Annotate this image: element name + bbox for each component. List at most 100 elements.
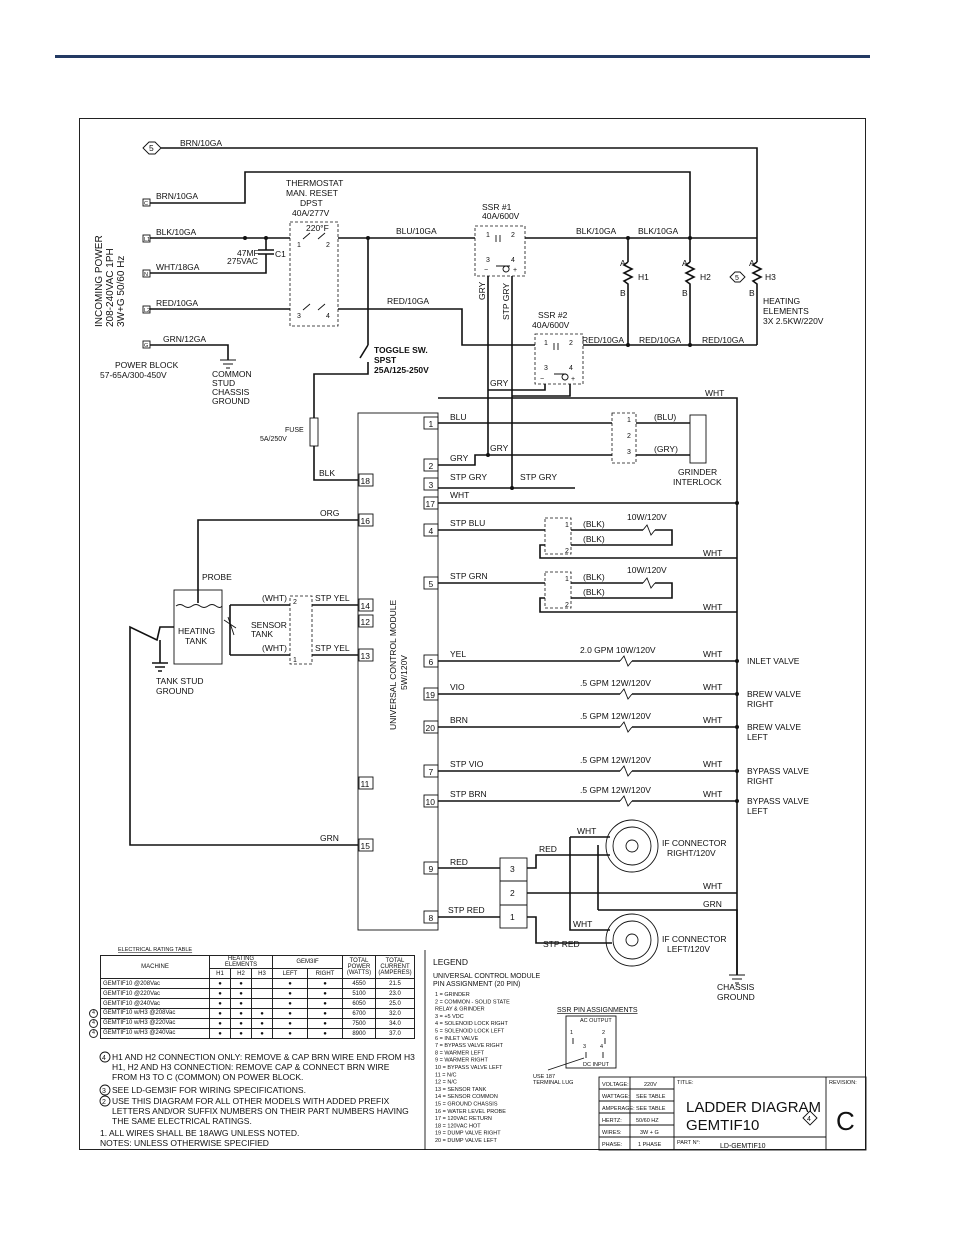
svg-text:LETTERS AND/OR SUFFIX NUMBERS: LETTERS AND/OR SUFFIX NUMBERS ON THEIR P… (112, 1106, 409, 1116)
module-pin-label: 6 (429, 657, 434, 667)
flag-4: 4 (89, 1009, 98, 1018)
svg-text:BLK/10GA: BLK/10GA (576, 226, 616, 236)
wire-brn-top (161, 147, 758, 262)
wire-wht-return (438, 397, 738, 975)
svg-text:PROBE: PROBE (202, 572, 232, 582)
thermostat-box (289, 221, 339, 327)
svg-text:GROUND: GROUND (156, 686, 194, 696)
svg-text:STP BLU: STP BLU (450, 518, 485, 528)
title-block-fields: VOLTAGE: 220V WATTAGE: SEE TABLE AMPERAG… (602, 1080, 857, 1150)
valve-return-label: WHT (703, 759, 722, 769)
svg-text:A: A (749, 258, 755, 268)
svg-text:BLU: BLU (450, 412, 467, 422)
module-pin-label: 15 (361, 841, 371, 851)
svg-text:LEFT/120V: LEFT/120V (667, 944, 710, 954)
electrical-rating-table: MACHINE HEATING ELEMENTS GEM3IF TOTAL PO… (89, 955, 415, 1039)
svg-text:SSR PIN ASSIGNMENTS: SSR PIN ASSIGNMENTS (557, 1007, 638, 1014)
svg-text:5A/250V: 5A/250V (260, 436, 287, 443)
svg-text:ELECTRICAL RATING TABLE: ELECTRICAL RATING TABLE (118, 947, 192, 953)
svg-text:1: 1 (565, 522, 569, 529)
valve-wire-label: YEL (450, 649, 466, 659)
thermostat-title: THERMOSTAT MAN. RESET DPST 40A/277V (286, 178, 343, 218)
svg-text:CHASSIS: CHASSIS (717, 982, 755, 992)
valve-wire-label: VIO (450, 682, 465, 692)
module-pin-label: 2 (429, 461, 434, 471)
svg-text:DC INPUT: DC INPUT (583, 1062, 610, 1068)
svg-text:BRN/10GA: BRN/10GA (180, 138, 222, 148)
legend-item: 17 = 120VAC RETURN (435, 1116, 492, 1122)
ssr-pin-drawing (565, 1015, 617, 1069)
heater-h2: A B H2 (682, 258, 711, 345)
svg-text:RED: RED (450, 857, 468, 867)
sensor-plug (289, 595, 313, 665)
wire-brn-c (150, 171, 691, 262)
svg-text:(BLK): (BLK) (583, 519, 605, 529)
legend-item: 10 = BYPASS VALVE LEFT (435, 1065, 503, 1071)
module-pin-label: 4 (429, 526, 434, 536)
svg-text:REVISION:: REVISION: (829, 1080, 857, 1086)
module-pin-18 (358, 473, 374, 487)
module-pin-16 (358, 513, 374, 527)
svg-text:STP YEL: STP YEL (315, 643, 350, 653)
svg-text:INCOMING POWER: INCOMING POWER (94, 235, 105, 327)
if-connector-right-label: IF CONNECTOR RIGHT/120V (662, 838, 727, 858)
svg-text:SSR #2: SSR #2 (538, 310, 568, 320)
svg-text:2: 2 (569, 340, 573, 347)
svg-text:C1: C1 (275, 249, 286, 259)
module-pin-label: 12 (361, 617, 371, 627)
legend-item: 7 = BYPASS VALVE RIGHT (435, 1043, 504, 1049)
sensor-tank-label: SENSOR TANK (251, 620, 287, 639)
power-block-label: POWER BLOCK 57-65A/300-450V (100, 360, 179, 380)
module-pin-label: 5 (429, 579, 434, 589)
svg-text:H2: H2 (700, 272, 711, 282)
svg-text:SENSOR: SENSOR (251, 620, 287, 630)
legend-item: 8 = WARMER LEFT (435, 1050, 485, 1056)
svg-text:1: 1 (570, 1030, 573, 1036)
svg-text:FUSE: FUSE (285, 427, 304, 434)
svg-text:C: C (144, 201, 148, 207)
valve-wire-label: BRN (450, 715, 468, 725)
legend-item: 1 = GRINDER (435, 992, 470, 998)
svg-text:GEMTIF10: GEMTIF10 (686, 1117, 759, 1134)
heating-tank-label: HEATING TANK (178, 626, 215, 646)
svg-text:A: A (620, 258, 626, 268)
valve-name: BYPASS VALVE (747, 766, 809, 776)
svg-text:RED/10GA: RED/10GA (702, 335, 744, 345)
svg-text:220°F: 220°F (306, 223, 329, 233)
svg-text:WHT: WHT (577, 826, 596, 836)
valve-load-label: .5 GPM 12W/120V (580, 755, 651, 765)
notes: 4 H1 AND H2 CONNECTION ONLY: REMOVE & CA… (99, 1051, 415, 1148)
heater-h1: A B H1 (620, 238, 649, 345)
svg-text:FROM H3 TO C (COMMON) ON POWER: FROM H3 TO C (COMMON) ON POWER BLOCK. (112, 1072, 303, 1082)
legend-item: 4 = SOLENOID LOCK RIGHT (435, 1021, 509, 1027)
svg-text:(BLK): (BLK) (583, 534, 605, 544)
svg-text:SPST: SPST (374, 355, 397, 365)
legend-item: 19 = DUMP VALVE RIGHT (435, 1131, 501, 1137)
svg-text:L2: L2 (144, 308, 150, 314)
svg-text:SEE TABLE: SEE TABLE (636, 1106, 666, 1112)
legend-item: RELAY & GRINDER (435, 1007, 485, 1013)
svg-text:220V: 220V (644, 1082, 657, 1088)
svg-text:IF CONNECTOR: IF CONNECTOR (662, 838, 727, 848)
svg-text:H3: H3 (765, 272, 776, 282)
svg-text:H1: H1 (638, 272, 649, 282)
valve-name: BREW VALVE (747, 722, 801, 732)
svg-text:3W+G 50/60 Hz: 3W+G 50/60 Hz (116, 256, 127, 327)
svg-text:SEE TABLE: SEE TABLE (636, 1094, 666, 1100)
svg-text:1: 1 (565, 576, 569, 583)
svg-text:WHT: WHT (573, 919, 592, 929)
grinder-interlock (689, 414, 707, 464)
svg-text:G: G (144, 343, 148, 349)
lock-right-plug (544, 517, 572, 555)
control-module (357, 412, 439, 931)
svg-text:1: 1 (627, 417, 631, 424)
module-pin-15 (358, 838, 374, 852)
svg-text:THE SAME ELECTRICAL RATINGS.: THE SAME ELECTRICAL RATINGS. (112, 1116, 252, 1126)
flag-4: 4 (89, 1029, 98, 1038)
svg-text:STUD: STUD (212, 378, 235, 388)
valve-wire-label: STP BRN (450, 789, 487, 799)
svg-text:DPST: DPST (300, 198, 323, 208)
svg-text:47MF: 47MF (237, 248, 259, 258)
